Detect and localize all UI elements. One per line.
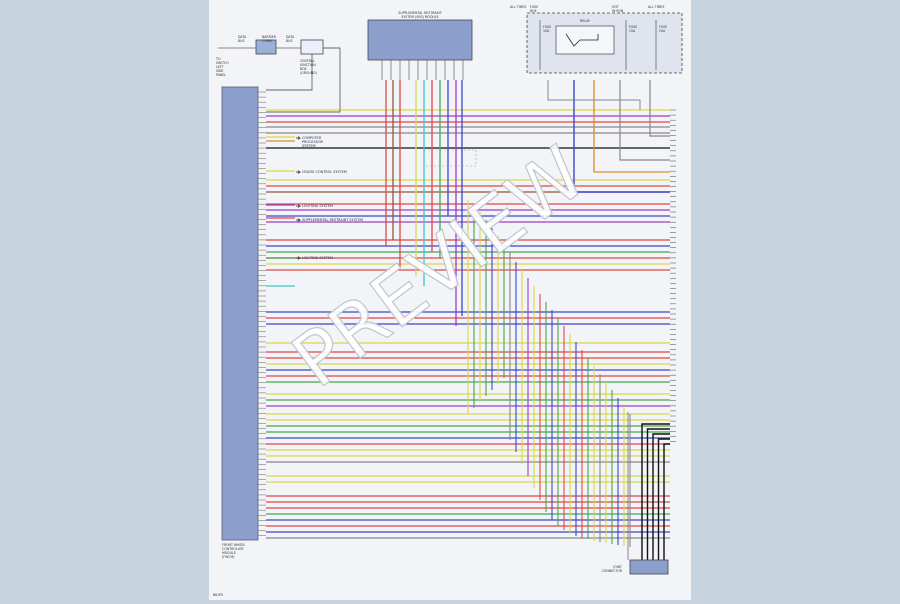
top-connector-label-line: DATA — [286, 35, 295, 39]
subsystem-arrow — [296, 204, 302, 208]
left-switch-caption-line: LEFT — [216, 65, 224, 69]
left-switch-caption-line: SWITCH — [216, 61, 229, 65]
fuse-label-line: 20A — [659, 29, 666, 33]
subsystem-label-line: LIGHTING SYSTEM — [302, 256, 333, 260]
joint-connector — [629, 559, 669, 575]
component-layer — [218, 12, 683, 575]
fuse-box-title-line: BOX — [530, 9, 537, 13]
fuse-box-label: ALL TIMES — [648, 5, 664, 9]
joint-connector-label-line: JOINT — [612, 565, 622, 569]
srs-module-block — [367, 19, 473, 61]
wire — [593, 80, 670, 173]
controller-module-label-line: FRONT WHEEL — [222, 543, 245, 547]
barrier-connector — [255, 39, 277, 55]
relay-label: RELAY — [580, 19, 590, 23]
wire — [649, 80, 670, 137]
subsystem-label-line: SYSTEM — [302, 144, 316, 148]
subsystem-label-line: LIGHTING SYSTEM — [302, 204, 333, 208]
fuse-label-line: 15A — [629, 29, 636, 33]
fuse-label-line: FUSE — [543, 25, 551, 29]
junction-box-caption-line: JUNCTION — [299, 63, 316, 67]
subsystem-label: LIGHTING SYSTEM — [302, 256, 333, 260]
wire — [547, 80, 641, 110]
subsystem-arrow — [296, 136, 302, 140]
fuse-box-label-line: ALL TIMES — [510, 5, 526, 9]
controller-module — [221, 86, 259, 541]
left-switch-caption-line: SIDE — [216, 69, 223, 73]
subsystem-label: SUPPLEMENTAL RESTRAINT SYSTEM — [302, 218, 363, 222]
splice-box — [423, 149, 477, 167]
subsystem-label-line: COMPUTER — [302, 136, 322, 140]
document-id: B61P5 — [213, 593, 223, 597]
fuse-label-line: 10A — [543, 29, 550, 33]
wire — [646, 428, 670, 560]
fuse-box-label: ALL TIMES — [510, 5, 526, 9]
data-lead — [266, 54, 313, 91]
wire — [619, 80, 670, 161]
joint-connector-label-line: CONNECTOR — [602, 569, 623, 573]
junction-box-caption-line: BOX — [300, 67, 307, 71]
controller-module-label-line: (FWCM) — [222, 555, 234, 559]
left-switch-caption-line: PANEL — [216, 73, 226, 77]
subsystem-label-line: CRUISE CONTROL SYSTEM — [302, 170, 347, 174]
srs-module-title-line: SUPPLEMENTAL RESTRAINT — [398, 11, 442, 15]
subsystem-label-line: SUPPLEMENTAL RESTRAINT SYSTEM — [302, 218, 363, 222]
srs-module-title-line: SYSTEM (SRS) MODULE — [401, 15, 438, 19]
fuse-box-label-line: IN RUN — [612, 9, 624, 13]
junction-box-caption-line: CENTRAL — [300, 59, 315, 63]
left-switch-caption-line: TO — [215, 57, 221, 61]
subsystem-label-line: PROCESSOR — [302, 140, 324, 144]
fuse-label-line: FUSE — [629, 25, 637, 29]
top-connector-label-line: CONN. — [262, 39, 273, 43]
junction-box-caption-line: (GROUND) — [300, 71, 317, 75]
fuse-box-label-line: ALL TIMES — [648, 5, 664, 9]
wire — [663, 443, 670, 560]
wire — [657, 438, 670, 560]
wire — [652, 433, 670, 560]
subsystem-arrow — [296, 218, 302, 222]
wire — [573, 80, 670, 193]
controller-module-label-line: CONTROLLER — [222, 547, 244, 551]
fuse-label-line: FUSE — [659, 25, 667, 29]
fuse-box-label-line: HOT — [612, 5, 619, 9]
data-bus-connector — [300, 39, 324, 55]
wire — [641, 423, 670, 560]
bus-return-lead — [266, 47, 341, 113]
wire-layer — [266, 80, 670, 560]
subsystem-label: LIGHTING SYSTEM — [302, 204, 333, 208]
subsystem-arrow — [296, 256, 302, 260]
top-connector-label-line: BARRIER — [262, 35, 277, 39]
controller-module-label-line: MODULE — [222, 551, 236, 555]
top-connector-label-line: BUS — [238, 39, 245, 43]
top-connector-label-line: BUS — [286, 39, 293, 43]
subsystem-label: CRUISE CONTROL SYSTEM — [302, 170, 347, 174]
relay-contact — [565, 33, 599, 47]
top-connector-label-line: DATA — [238, 35, 247, 39]
subsystem-arrow — [296, 170, 302, 174]
fuse-box-title-line: FUSE — [530, 5, 538, 9]
